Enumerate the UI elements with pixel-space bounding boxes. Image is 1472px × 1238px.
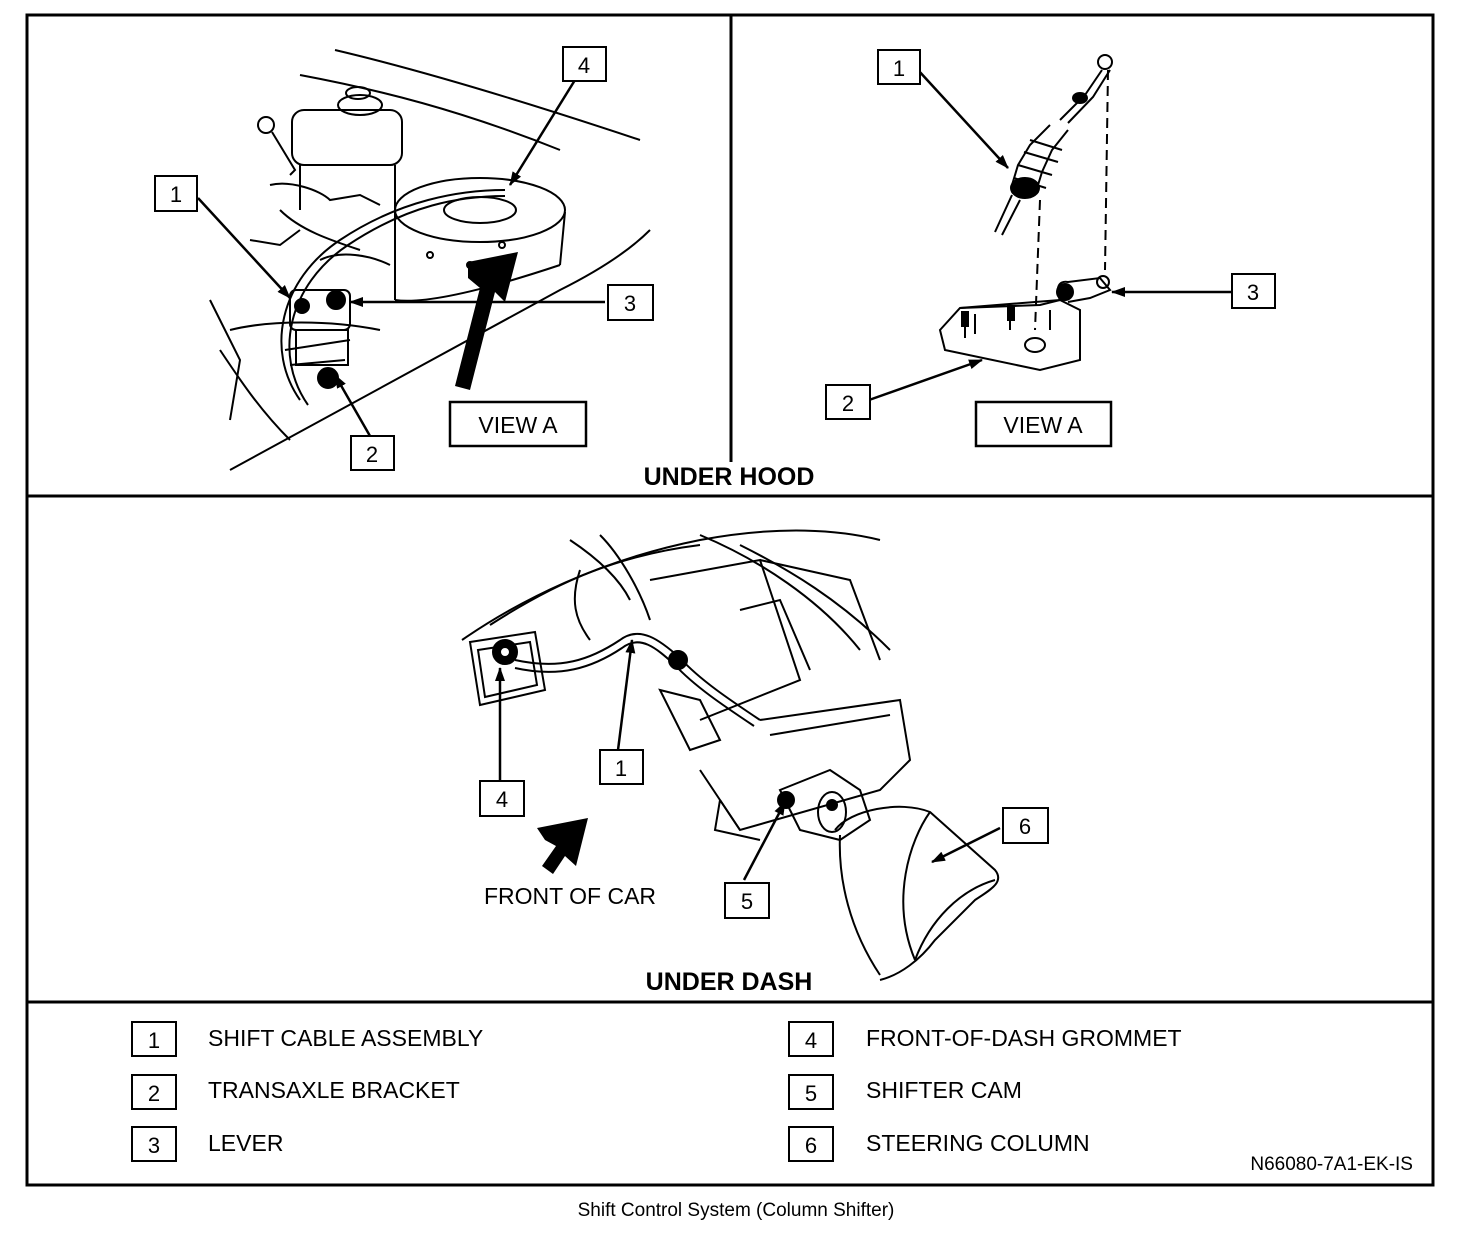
under-hood-title: UNDER HOOD bbox=[644, 463, 815, 491]
callout-dash-5: 5 bbox=[724, 882, 770, 919]
svg-text:1: 1 bbox=[893, 56, 905, 81]
svg-text:TRANSAXLE BRACKET: TRANSAXLE BRACKET bbox=[208, 1077, 460, 1103]
svg-text:3: 3 bbox=[624, 291, 636, 316]
svg-text:4: 4 bbox=[805, 1028, 817, 1053]
svg-text:6: 6 bbox=[805, 1133, 817, 1158]
view-a-direction-arrow bbox=[455, 252, 518, 390]
svg-text:4: 4 bbox=[496, 787, 508, 812]
svg-text:FRONT-OF-DASH GROMMET: FRONT-OF-DASH GROMMET bbox=[866, 1025, 1182, 1051]
figure-code: N66080-7A1-EK-IS bbox=[1250, 1154, 1413, 1175]
under-hood-right-leaders bbox=[868, 69, 1232, 402]
under-dash-leaders bbox=[495, 639, 1001, 881]
svg-text:2: 2 bbox=[366, 442, 378, 467]
svg-text:3: 3 bbox=[148, 1133, 160, 1158]
callout-dash-4: 4 bbox=[479, 780, 525, 817]
svg-text:2: 2 bbox=[842, 391, 854, 416]
callout-dash-6: 6 bbox=[1002, 807, 1049, 844]
callout-hood-right-3: 3 bbox=[1231, 273, 1276, 309]
legend-item-1: 1 SHIFT CABLE ASSEMBLY bbox=[131, 1021, 483, 1057]
svg-text:1: 1 bbox=[615, 756, 627, 781]
legend-item-6: 6 STEERING COLUMN bbox=[788, 1126, 1090, 1162]
figure-caption: Shift Control System (Column Shifter) bbox=[577, 1200, 895, 1221]
legend-item-2: 2 TRANSAXLE BRACKET bbox=[131, 1074, 460, 1110]
svg-text:STEERING COLUMN: STEERING COLUMN bbox=[866, 1130, 1090, 1156]
view-a-label-left: VIEW A bbox=[448, 400, 588, 448]
under-hood-left-illustration bbox=[209, 49, 651, 471]
legend-item-5: 5 SHIFTER CAM bbox=[788, 1074, 1022, 1110]
front-of-car-label: FRONT OF CAR bbox=[484, 883, 656, 909]
legend-item-3: 3 LEVER bbox=[131, 1126, 283, 1162]
callout-hood-right-1: 1 bbox=[877, 49, 921, 85]
callout-hood-left-2: 2 bbox=[350, 435, 395, 471]
legend-item-4: 4 FRONT-OF-DASH GROMMET bbox=[788, 1021, 1182, 1057]
svg-text:4: 4 bbox=[578, 53, 590, 78]
svg-text:VIEW A: VIEW A bbox=[478, 412, 558, 438]
callout-hood-right-2: 2 bbox=[825, 384, 871, 420]
svg-text:SHIFT CABLE ASSEMBLY: SHIFT CABLE ASSEMBLY bbox=[208, 1025, 483, 1051]
svg-text:SHIFTER CAM: SHIFTER CAM bbox=[866, 1077, 1022, 1103]
callout-dash-1: 1 bbox=[599, 749, 644, 785]
callout-hood-left-4: 4 bbox=[562, 46, 607, 82]
svg-text:1: 1 bbox=[148, 1028, 160, 1053]
svg-text:3: 3 bbox=[1247, 280, 1259, 305]
svg-text:5: 5 bbox=[805, 1081, 817, 1106]
view-a-label-right: VIEW A bbox=[974, 400, 1113, 448]
under-dash-title: UNDER DASH bbox=[646, 968, 813, 996]
svg-text:6: 6 bbox=[1019, 814, 1031, 839]
svg-text:2: 2 bbox=[148, 1081, 160, 1106]
under-hood-right-illustration bbox=[938, 54, 1113, 372]
callout-hood-left-3: 3 bbox=[607, 284, 654, 321]
legend: 1 SHIFT CABLE ASSEMBLY 2 TRANSAXLE BRACK… bbox=[131, 1021, 1413, 1175]
svg-text:1: 1 bbox=[170, 182, 182, 207]
svg-text:LEVER: LEVER bbox=[208, 1130, 283, 1156]
svg-text:VIEW A: VIEW A bbox=[1003, 412, 1083, 438]
callout-hood-left-1: 1 bbox=[154, 175, 198, 212]
under-dash-illustration bbox=[461, 529, 1000, 981]
front-of-car-direction-arrow bbox=[537, 818, 588, 874]
svg-text:5: 5 bbox=[741, 889, 753, 914]
